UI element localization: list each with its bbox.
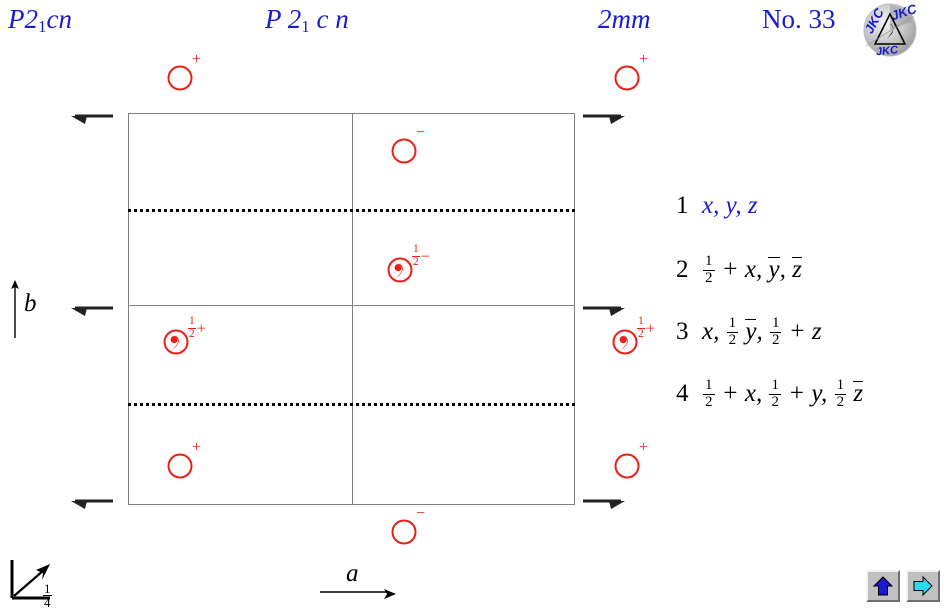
unit-cell-frame — [128, 113, 575, 505]
axis-a: a — [318, 560, 398, 606]
symmetry-operation-index-3: 3 — [676, 317, 689, 345]
screw-axis-right-middle — [583, 304, 625, 318]
screw-axis-right-bottom — [583, 497, 625, 511]
screw-axis-right-top — [583, 112, 625, 126]
height-sign: + — [192, 439, 202, 456]
circle-comma-icon — [387, 257, 413, 283]
height-sign: + — [196, 320, 206, 338]
space-group-number: No. 33 — [762, 4, 836, 34]
hm-full-subscript: 1 — [301, 17, 310, 36]
circle-icon — [391, 138, 417, 164]
glide-plane-line-1 — [128, 209, 575, 212]
height-sign: + — [639, 439, 649, 456]
origin-frac-denominator: 4 — [43, 595, 52, 611]
nav-up-button[interactable] — [866, 570, 900, 602]
circle-icon — [614, 453, 640, 479]
height-sign: + — [639, 51, 649, 68]
screw-axis-left-middle — [71, 304, 113, 318]
hm-symbol-short: P21cn — [8, 4, 72, 37]
axis-b-label: b — [24, 290, 37, 317]
circle-icon — [167, 65, 193, 91]
symmetry-operation-index-4: 4 — [676, 379, 689, 407]
symmetry-operation-index-1: 1 — [676, 192, 689, 219]
origin-frac-numerator: 1 — [44, 581, 51, 596]
height-sign: − — [420, 248, 430, 266]
circle-icon — [391, 519, 417, 545]
screw-axis-left-top — [71, 112, 113, 126]
point-group-label: 2mm — [598, 4, 651, 34]
axis-a-label: a — [346, 560, 359, 587]
hm-short-prefix: P2 — [8, 4, 38, 34]
svg-text:JKC: JKC — [875, 44, 899, 58]
axis-b: b — [6, 278, 52, 340]
symmetry-operation-expression-1: x, y, z — [702, 192, 758, 219]
hm-short-subscript: 1 — [38, 17, 47, 36]
hm-short-suffix: cn — [46, 4, 72, 34]
circle-comma-icon — [612, 329, 638, 355]
circle-plus-bottom-left-height-label: + — [192, 440, 201, 456]
height-sign: − — [416, 505, 426, 522]
nav-right-button[interactable] — [906, 570, 940, 602]
up-arrow-icon — [872, 576, 894, 596]
height-sign: + — [645, 320, 655, 338]
hm-full-suffix: c n — [309, 4, 349, 34]
height-sign: + — [192, 51, 202, 68]
circle-comma-icon — [163, 329, 189, 355]
circle-icon — [614, 65, 640, 91]
cell-vertical-midline — [352, 113, 353, 505]
symmetry-operation-index-2: 2 — [676, 255, 689, 283]
circle-minus-upper-mid-height-label: − — [416, 125, 425, 141]
symmetry-operation-row-1: 1 x, y, z — [676, 192, 944, 254]
hm-full-prefix: P 2 — [265, 4, 302, 34]
glide-plane-line-2 — [128, 403, 575, 406]
hm-symbol-full: P 21 c n — [265, 4, 349, 37]
screw-axis-left-bottom — [71, 497, 113, 511]
circle-plus-top-left-height-label: + — [192, 52, 201, 68]
jkc-logo: JKC JKC JKC — [861, 1, 919, 59]
cell-horizontal-midline — [128, 305, 575, 306]
origin-height-fraction: 1 4 — [43, 582, 53, 610]
circle-plus-bottom-right-height-label: + — [639, 440, 648, 456]
circle-icon — [167, 453, 193, 479]
circle-plus-top-right-height-label: + — [639, 52, 648, 68]
origin-corner-marker — [8, 558, 74, 610]
right-arrow-icon — [913, 575, 933, 597]
height-sign: − — [416, 124, 426, 141]
circle-minus-bottom-mid-height-label: − — [416, 506, 425, 522]
